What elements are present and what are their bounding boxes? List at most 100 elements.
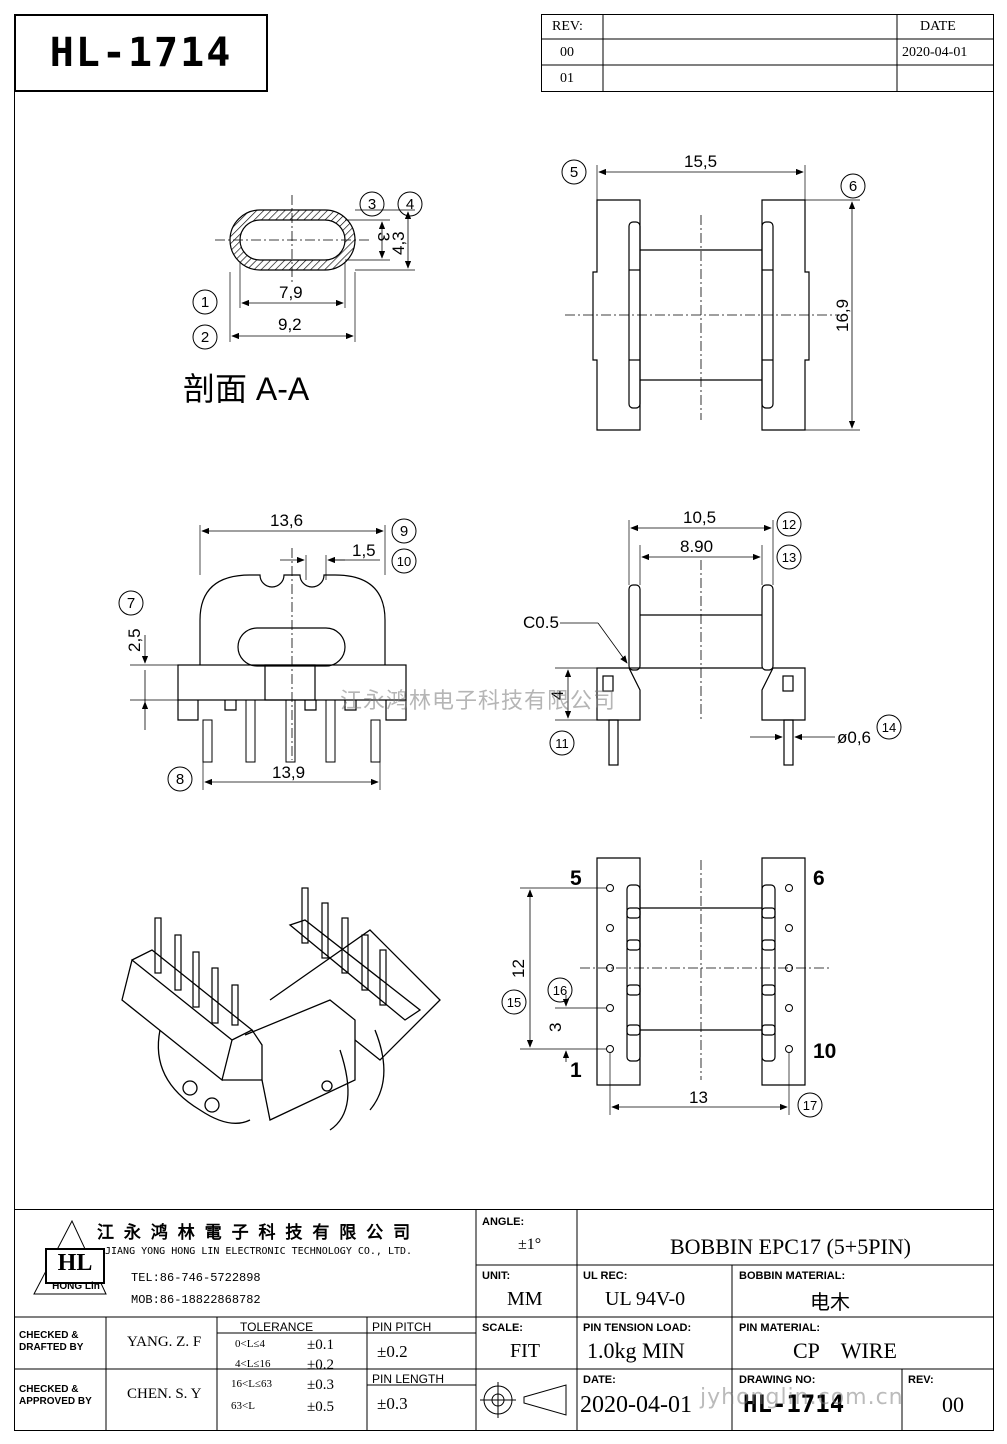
dim-top-width: 15,5	[684, 152, 717, 171]
tol-value-3: ±0.5	[307, 1399, 334, 1415]
rev-row-1: 01	[560, 71, 574, 86]
tolerance-label: TOLERANCE	[240, 1320, 314, 1334]
drawing-no-label: DRAWING NO:	[739, 1374, 816, 1386]
tol-value-0: ±0.1	[307, 1337, 334, 1353]
dim-inner-height: 3	[374, 232, 393, 241]
checked-drafted-value: YANG. Z. F	[127, 1334, 202, 1350]
top-view	[565, 165, 860, 431]
callout-13: 13	[782, 550, 796, 565]
pin-length-label: PIN LENGTH	[372, 1372, 445, 1386]
tol-value-1: ±0.2	[307, 1357, 334, 1373]
tension-value: 1.0kg MIN	[587, 1338, 685, 1363]
pin-length-value: ±0.3	[377, 1394, 408, 1413]
callout-7: 7	[127, 595, 135, 612]
callout-6: 6	[849, 178, 857, 195]
date-label: DATE:	[583, 1374, 616, 1386]
dim-slot-width: 1,5	[352, 541, 376, 560]
callout-4: 4	[406, 196, 414, 213]
pin-label-10: 10	[813, 1040, 836, 1063]
callout-2: 2	[201, 329, 209, 346]
pin-label-5: 5	[570, 867, 582, 890]
drawing-no-value: HL-1714	[743, 1390, 845, 1418]
company-logo-sub: HONG Lin	[52, 1281, 100, 1292]
title-block-grid	[14, 1209, 994, 1431]
callout-17: 17	[803, 1098, 817, 1113]
angle-label: ANGLE:	[482, 1216, 525, 1228]
pin-material-label: PIN MATERIAL:	[739, 1322, 821, 1334]
isometric-view	[121, 887, 441, 1131]
bottom-view	[520, 857, 830, 1115]
checked-approved-value: CHEN. S. Y	[127, 1386, 202, 1402]
checked-approved-label: CHECKED & APPROVED BY	[19, 1384, 92, 1407]
dim-side-inner: 8.90	[680, 537, 713, 556]
callout-1: 1	[201, 294, 209, 311]
front-view	[130, 525, 407, 790]
drawing-title: BOBBIN EPC17 (5+5PIN)	[670, 1234, 911, 1259]
dim-top-height: 16,9	[833, 299, 852, 332]
rev-label: REV:	[908, 1374, 934, 1386]
tol-range-0: 0<L≤4	[235, 1338, 265, 1350]
ul-label: UL REC:	[583, 1270, 628, 1282]
callout-16: 16	[553, 983, 567, 998]
technical-drawing: 7,9 9,2 3 4,3 15,5 16,9 13,6 1,5 2,5 13,…	[118, 152, 902, 1131]
tol-range-3: 63<L	[231, 1400, 255, 1412]
bobbin-material-value: 电木	[810, 1290, 850, 1314]
angle-value: ±1°	[518, 1236, 542, 1253]
tol-range-2: 16<L≤63	[231, 1378, 272, 1390]
bobbin-material-label: BOBBIN MATERIAL:	[739, 1270, 846, 1282]
company-name-en: JIANG YONG HONG LIN ELECTRONIC TECHNOLOG…	[105, 1246, 413, 1257]
tol-value-2: ±0.3	[307, 1377, 334, 1393]
dim-pin-row-length: 12	[509, 959, 528, 978]
dim-front-width: 13,6	[270, 511, 303, 530]
callout-12: 12	[782, 517, 796, 532]
dim-chamfer: C0.5	[523, 613, 559, 632]
dim-pin-span-front: 13,9	[272, 763, 305, 782]
pin-pitch-value: ±0.2	[377, 1342, 408, 1361]
callout-14: 14	[882, 720, 896, 735]
section-aa-view	[215, 195, 415, 342]
pin-label-6: 6	[813, 867, 825, 890]
drawing-frame	[14, 92, 994, 1209]
pin-label-1: 1	[570, 1059, 582, 1082]
checked-drafted-label: CHECKED & DRAFTED BY	[19, 1330, 84, 1353]
dim-pin-diameter: ø0,6	[837, 728, 871, 747]
ul-value: UL 94V-0	[605, 1288, 686, 1310]
company-mob: MOB:86-18822868782	[131, 1293, 261, 1307]
dim-pin-pitch: 3	[546, 1023, 565, 1032]
callout-10: 10	[397, 554, 411, 569]
dim-pin-row-span: 13	[689, 1088, 708, 1107]
dim-flange-height: 2,5	[125, 628, 144, 652]
callout-3: 3	[368, 196, 376, 213]
dim-inner-width: 7,9	[279, 283, 303, 302]
date-header: DATE	[920, 19, 956, 34]
company-logo: HL	[45, 1248, 105, 1284]
callout-9: 9	[400, 523, 408, 540]
dim-outer-height: 4,3	[389, 231, 408, 255]
company-name-cn: 江 永 鸿 林 電 子 科 技 有 限 公 司	[97, 1223, 413, 1243]
pin-labels: 5 6 1 10	[570, 867, 836, 1082]
dim-side-outer: 10,5	[683, 508, 716, 527]
revision-grid	[541, 14, 994, 92]
tension-label: PIN TENSION LOAD:	[583, 1322, 692, 1334]
rev-row-0: 00	[560, 45, 574, 60]
revision-table: REV: DATE 00 2020-04-01 01	[541, 14, 994, 92]
part-number-box: HL-1714	[14, 14, 268, 92]
scale-label: SCALE:	[482, 1322, 523, 1334]
callout-circles	[118, 159, 902, 1118]
dimension-labels: 7,9 9,2 3 4,3 15,5 16,9 13,6 1,5 2,5 13,…	[125, 152, 871, 1107]
tol-range-1: 4<L≤16	[235, 1358, 271, 1370]
side-view	[555, 520, 835, 766]
callout-5: 5	[570, 164, 578, 181]
company-tel: TEL:86-746-5722898	[131, 1271, 261, 1285]
callout-numbers: 1 2 3 4 5 6 7 8 9 10 11 12 13 14 15 16 1…	[127, 164, 896, 1113]
title-block: HL HONG Lin 江 永 鸿 林 電 子 科 技 有 限 公 司 JIAN…	[14, 1209, 994, 1431]
callout-11: 11	[555, 736, 569, 751]
callout-8: 8	[176, 771, 184, 788]
rev-header: REV:	[552, 19, 583, 34]
scale-value: FIT	[510, 1340, 540, 1362]
pin-pitch-label: PIN PITCH	[372, 1320, 432, 1334]
date-value: 2020-04-01	[580, 1392, 692, 1418]
rev-value: 00	[942, 1392, 964, 1417]
rev-row-0-date: 2020-04-01	[902, 45, 968, 60]
part-number: HL-1714	[49, 30, 233, 76]
